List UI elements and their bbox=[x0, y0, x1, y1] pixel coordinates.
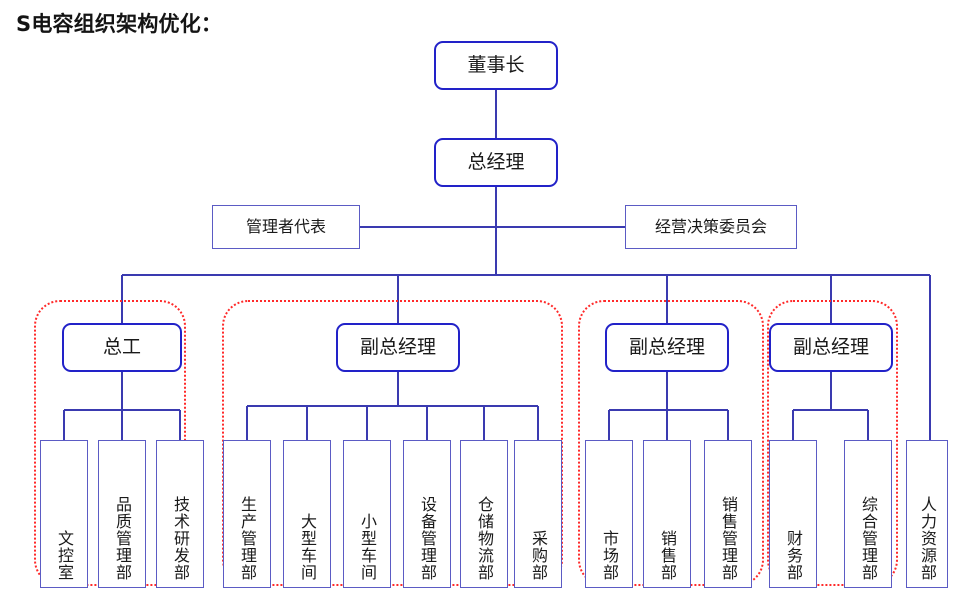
node-label: 销售管理部 bbox=[719, 496, 738, 581]
node-label: 文控室 bbox=[55, 530, 74, 581]
node-label: 市场部 bbox=[600, 530, 619, 581]
node-label: 设备管理部 bbox=[418, 496, 437, 581]
node-label: 人力资源部 bbox=[918, 496, 937, 581]
node-label: 销售部 bbox=[658, 530, 677, 581]
node-sales-management-dept[interactable]: 销售管理部 bbox=[704, 440, 752, 588]
node-label: 大型车间 bbox=[298, 513, 317, 581]
node-label: 总经理 bbox=[467, 150, 525, 173]
node-chief-engineer[interactable]: 总工 bbox=[62, 323, 182, 372]
node-label: 小型车间 bbox=[358, 513, 377, 581]
node-business-decision-committee[interactable]: 经营决策委员会 bbox=[625, 205, 797, 249]
node-purchasing-dept[interactable]: 采购部 bbox=[514, 440, 562, 588]
node-label: 副总经理 bbox=[628, 335, 705, 358]
node-chairman[interactable]: 董事长 bbox=[434, 41, 558, 90]
node-production-management-dept[interactable]: 生产管理部 bbox=[223, 440, 271, 588]
node-label: 生产管理部 bbox=[238, 496, 257, 581]
node-deputy-gm-sales[interactable]: 副总经理 bbox=[605, 323, 729, 372]
node-label: 采购部 bbox=[529, 530, 548, 581]
node-label: 仓储物流部 bbox=[475, 496, 494, 581]
node-label: 总工 bbox=[102, 335, 141, 358]
node-deputy-gm-admin[interactable]: 副总经理 bbox=[769, 323, 893, 372]
node-label: 董事长 bbox=[467, 53, 525, 76]
node-label: 经营决策委员会 bbox=[654, 217, 767, 237]
node-label: 技术研发部 bbox=[171, 496, 190, 581]
node-equipment-management-dept[interactable]: 设备管理部 bbox=[403, 440, 451, 588]
node-technology-rd-dept[interactable]: 技术研发部 bbox=[156, 440, 204, 588]
node-human-resources-dept[interactable]: 人力资源部 bbox=[906, 440, 948, 588]
node-label: 综合管理部 bbox=[859, 496, 878, 581]
node-warehouse-logistics-dept[interactable]: 仓储物流部 bbox=[460, 440, 508, 588]
node-document-control-office[interactable]: 文控室 bbox=[40, 440, 88, 588]
node-label: 品质管理部 bbox=[113, 496, 132, 581]
node-label: 财务部 bbox=[784, 530, 803, 581]
node-general-management-dept[interactable]: 综合管理部 bbox=[844, 440, 892, 588]
node-deputy-gm-production[interactable]: 副总经理 bbox=[336, 323, 460, 372]
node-quality-management-dept[interactable]: 品质管理部 bbox=[98, 440, 146, 588]
node-general-manager[interactable]: 总经理 bbox=[434, 138, 558, 187]
node-sales-dept[interactable]: 销售部 bbox=[643, 440, 691, 588]
node-label: 副总经理 bbox=[359, 335, 436, 358]
node-small-workshop[interactable]: 小型车间 bbox=[343, 440, 391, 588]
node-management-representative[interactable]: 管理者代表 bbox=[212, 205, 360, 249]
node-marketing-dept[interactable]: 市场部 bbox=[585, 440, 633, 588]
node-finance-dept[interactable]: 财务部 bbox=[769, 440, 817, 588]
node-label: 管理者代表 bbox=[245, 217, 326, 237]
page-title: S电容组织架构优化： bbox=[16, 12, 223, 36]
node-large-workshop[interactable]: 大型车间 bbox=[283, 440, 331, 588]
node-label: 副总经理 bbox=[792, 335, 869, 358]
